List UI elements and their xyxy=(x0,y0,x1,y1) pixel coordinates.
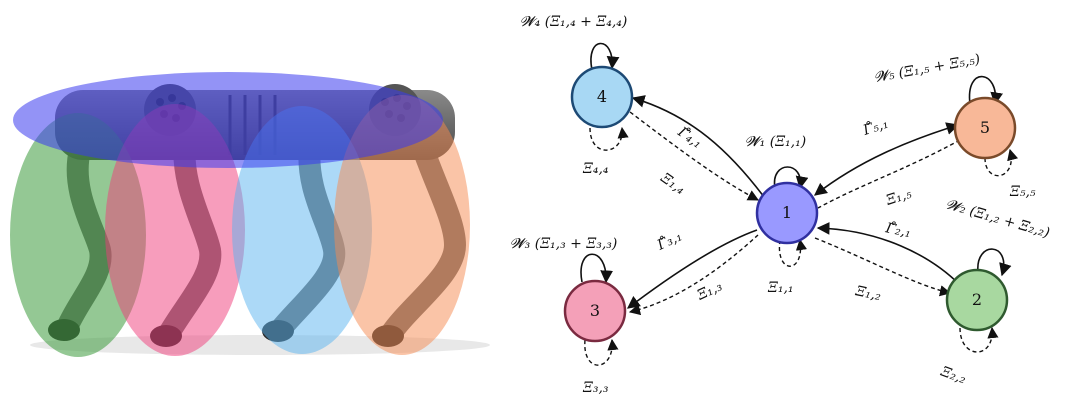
node-5: 5 xyxy=(953,96,1017,160)
label-w1: 𝓦₁ (Ξ₁,₁) xyxy=(745,134,806,150)
graph-diagram: 4 5 1 3 2 𝓦₄ (Ξ₁,₄ + Ξ₄,₄) 𝓦₅ (Ξ₁,₅ + Ξ₅… xyxy=(510,14,1051,396)
edge-1-to-4-solid xyxy=(631,95,771,206)
overlay-body xyxy=(13,72,443,168)
self-loop-3-top xyxy=(580,253,614,284)
label-xi15: Ξ₁,₅ xyxy=(883,186,914,210)
label-gamma51: Γ̊₅,₁ xyxy=(860,115,890,139)
node-4-label: 4 xyxy=(597,87,607,106)
robot-illustration xyxy=(10,72,490,357)
node-1: 1 xyxy=(755,181,819,245)
edge-3-to-1-dashed xyxy=(628,234,759,316)
edge-1-to-3-solid xyxy=(626,229,758,309)
self-loop-5-top xyxy=(968,75,1003,106)
node-5-label: 5 xyxy=(980,118,990,137)
label-w3: 𝓦₃ (Ξ₁,₃ + Ξ₃,₃) xyxy=(510,236,617,252)
self-loop-4-top xyxy=(590,42,620,71)
label-gamma31: Γ̊₃,₁ xyxy=(654,227,685,254)
node-4: 4 xyxy=(570,65,634,129)
label-xi11: Ξ₁,₁ xyxy=(767,280,794,296)
node-3-label: 3 xyxy=(590,301,600,320)
label-gamma41: Γ̊₄,₁ xyxy=(674,123,705,152)
label-xi44: Ξ₄,₄ xyxy=(582,161,609,177)
edge-1-to-2-solid xyxy=(816,221,961,286)
edge-4-to-1-dashed xyxy=(629,111,759,201)
edge-5-to-1-dashed xyxy=(817,139,961,209)
node-2-label: 2 xyxy=(972,290,982,309)
label-gamma21: Γ̊₂,₁ xyxy=(883,219,912,241)
group-overlays xyxy=(10,72,470,357)
self-loop-1-bottom xyxy=(778,238,807,267)
edge-1-to-5-solid xyxy=(813,122,960,196)
self-loop-1-top xyxy=(773,166,809,190)
overlay-leg-4 xyxy=(334,95,470,355)
self-loop-5-bottom xyxy=(984,148,1018,177)
node-2: 2 xyxy=(945,268,1009,332)
label-xi12: Ξ₁,₂ xyxy=(853,283,883,304)
label-xi33: Ξ₃,₃ xyxy=(582,380,609,396)
label-w4: 𝓦₄ (Ξ₁,₄ + Ξ₄,₄) xyxy=(520,14,627,30)
overlay-leg-3 xyxy=(232,106,372,354)
label-w5: 𝓦₅ (Ξ₁,₅ + Ξ₅,₅) xyxy=(873,52,981,86)
self-loop-3-bottom xyxy=(584,338,619,366)
node-1-label: 1 xyxy=(782,203,792,222)
overlay-leg-1 xyxy=(10,113,146,357)
self-loop-4-bottom xyxy=(589,126,629,151)
node-3: 3 xyxy=(563,279,627,343)
label-w2: 𝓦₂ (Ξ₁,₂ + Ξ₂,₂) xyxy=(944,196,1052,241)
label-xi14: Ξ₁,₄ xyxy=(657,170,688,199)
self-loop-2-top xyxy=(977,248,1012,277)
label-xi55: Ξ₅,₅ xyxy=(1009,184,1036,200)
edge-2-to-1-dashed xyxy=(814,237,952,297)
label-xi13: Ξ₁,₃ xyxy=(694,278,725,304)
label-xi22: Ξ₂,₂ xyxy=(938,363,969,387)
self-loop-2-bottom xyxy=(959,326,999,353)
